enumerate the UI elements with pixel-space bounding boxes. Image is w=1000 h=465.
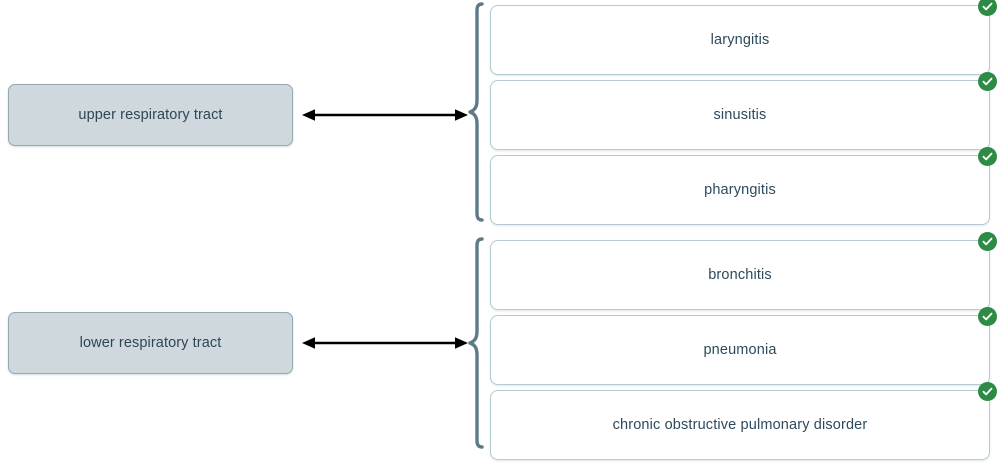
check-circle-icon [978, 0, 997, 16]
option-card[interactable]: laryngitis [490, 0, 997, 75]
group-brace-lower [466, 237, 486, 449]
check-circle-icon [978, 232, 997, 251]
curly-brace-icon [468, 2, 484, 222]
option-card-label: bronchitis [708, 267, 772, 283]
option-card-label: laryngitis [710, 32, 770, 48]
option-card[interactable]: sinusitis [490, 72, 997, 150]
curly-brace-icon [468, 237, 484, 449]
category-label: lower respiratory tract [79, 335, 222, 351]
option-card-list-upper: laryngitis sinusitis pharyngitis [490, 0, 997, 230]
connector-arrow-upper [302, 106, 468, 124]
option-card-list-lower: bronchitis pneumonia chronic obstructive… [490, 232, 997, 465]
option-card-label: sinusitis [713, 107, 767, 123]
check-circle-icon [978, 382, 997, 401]
double-headed-arrow-icon [302, 109, 468, 121]
option-card[interactable]: chronic obstructive pulmonary disorder [490, 382, 997, 460]
category-box-upper-respiratory-tract[interactable]: upper respiratory tract [8, 84, 293, 146]
option-card[interactable]: pharyngitis [490, 147, 997, 225]
option-card[interactable]: pneumonia [490, 307, 997, 385]
group-brace-upper [466, 2, 486, 222]
check-circle-icon [978, 307, 997, 326]
option-card-label: pharyngitis [704, 182, 776, 198]
option-card-label: chronic obstructive pulmonary disorder [612, 417, 868, 433]
connector-arrow-lower [302, 334, 468, 352]
option-card[interactable]: bronchitis [490, 232, 997, 310]
check-circle-icon [978, 72, 997, 91]
double-headed-arrow-icon [302, 337, 468, 349]
group-upper-respiratory-tract: upper respiratory tract laryngitis [0, 0, 1000, 225]
category-label: upper respiratory tract [78, 107, 223, 123]
category-box-lower-respiratory-tract[interactable]: lower respiratory tract [8, 312, 293, 374]
option-card-label: pneumonia [703, 342, 777, 358]
group-lower-respiratory-tract: lower respiratory tract bronchitis [0, 232, 1000, 460]
check-circle-icon [978, 147, 997, 166]
